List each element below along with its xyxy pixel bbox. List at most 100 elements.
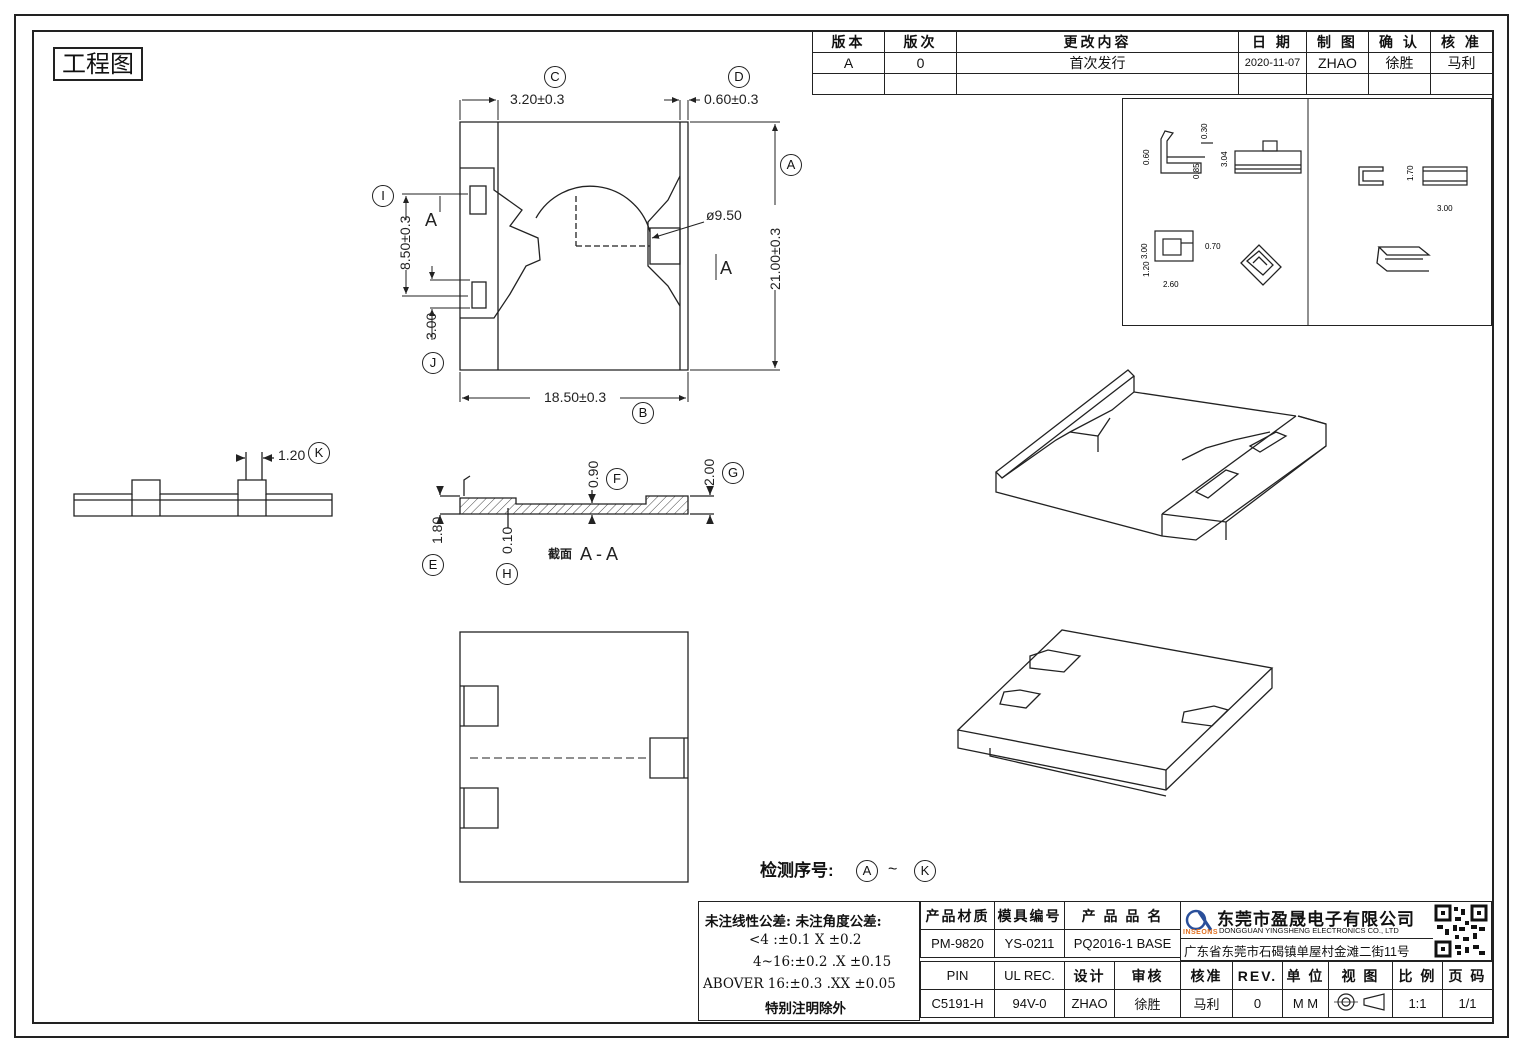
dim-e-text: 1.80 <box>429 517 445 544</box>
dim-h-text: 0.10 <box>499 527 515 554</box>
inspection-legend: 检测序号: <box>760 858 834 884</box>
tb-ul-label: UL REC. <box>994 961 1065 990</box>
section-marker-right: A <box>720 258 732 278</box>
section-view <box>436 475 714 528</box>
rev-cell: ZHAO <box>1306 52 1369 74</box>
dim-text: 0.30 <box>1200 123 1209 139</box>
dim-text: 3.04 <box>1220 151 1229 167</box>
balloon-g: G <box>722 462 744 484</box>
title-block-bottom: PIN UL REC. 设计 审核 核准 REV. 单 位 视 图 比 例 页 … <box>920 961 1493 1018</box>
dim-text: 1.70 <box>1406 165 1415 181</box>
rev-header-change: 更改内容 <box>956 31 1239 53</box>
tolerance-line-1: 未注线性公差: 未注角度公差: <box>705 914 882 930</box>
terminal-detail-svg: 0.60 0.30 3.04 0.85 3.00 0.70 1.20 2.60 <box>1140 99 1468 325</box>
tb-ul-value: 94V-0 <box>994 989 1065 1018</box>
revision-row-empty <box>812 73 1493 95</box>
drawing-title: 工程图 <box>53 47 143 81</box>
balloon-d: D <box>728 66 750 88</box>
tolerance-line-4: ABOVER 16:±0.3 .XX ±0.05 <box>703 976 896 992</box>
balloon-c: C <box>544 66 566 88</box>
projection-symbol-icon <box>1333 993 1385 1011</box>
tb-scale-label: 比 例 <box>1392 961 1443 990</box>
tb-view-label: 视 图 <box>1328 961 1393 990</box>
dim-i-text: 8.50±0.3 <box>397 215 413 270</box>
balloon-i: I <box>372 185 394 207</box>
dim-b-text: 18.50±0.3 <box>544 389 606 405</box>
tb-page-value: 1/1 <box>1442 989 1493 1018</box>
rev-header-version: 版本 <box>812 31 885 53</box>
balloon-j: J <box>422 352 444 374</box>
revision-table: 版本 版次 更改内容 日 期 制 图 确 认 核 准 A 0 首次发行 2020… <box>812 31 1493 95</box>
rev-header-approve: 核 准 <box>1430 31 1493 53</box>
inspection-tilde: ~ <box>888 861 898 878</box>
tb-pin-label: PIN <box>920 961 995 990</box>
balloon-e: E <box>422 554 444 576</box>
dim-diameter-text: ø9.50 <box>706 207 742 223</box>
company-name-en: DONGGUAN YINGSHENG ELECTRONICS CO., LTD <box>1219 926 1399 935</box>
balloon-b: B <box>632 402 654 424</box>
company-block: INSEONS 东莞市盈晟电子有限公司 DONGGUAN YINGSHENG E… <box>1180 901 1492 961</box>
inspection-balloon-to: K <box>914 860 936 882</box>
clip-iso-view <box>1376 246 1431 272</box>
dim-g-text: 2.00 <box>701 459 717 486</box>
terminal-top-view <box>1154 230 1194 262</box>
tb-product-value: PQ2016-1 BASE <box>1064 929 1181 958</box>
terminal-detail-panel: 0.60 0.30 3.04 0.85 3.00 0.70 1.20 2.60 <box>1122 98 1492 326</box>
drawing-inner-frame <box>32 30 1494 1024</box>
balloon-h: H <box>496 563 518 585</box>
top-view-dimensions <box>402 97 780 402</box>
dim-text: 0.85 <box>1192 163 1201 179</box>
company-name-cn: 东莞市盈晟电子有限公司 <box>1217 910 1415 930</box>
tb-rev-label: REV. <box>1232 961 1283 990</box>
tb-unit-value: M M <box>1282 989 1329 1018</box>
tb-product-label: 产 品 品 名 <box>1064 901 1181 930</box>
tb-review-label: 审核 <box>1114 961 1181 990</box>
dim-j-text: 3.00 <box>423 313 439 340</box>
dim-text: 0.60 <box>1142 149 1151 165</box>
dim-text: 2.60 <box>1163 280 1179 289</box>
rev-header-confirm: 确 认 <box>1368 31 1431 53</box>
section-label: A-A <box>580 544 622 564</box>
qr-code-icon <box>1434 904 1488 958</box>
tb-approve-label: 核准 <box>1180 961 1233 990</box>
tb-design-value: ZHAO <box>1064 989 1115 1018</box>
isometric-top-view <box>995 369 1327 541</box>
tb-scale-value: 1:1 <box>1392 989 1443 1018</box>
inspection-balloon-from: A <box>856 860 878 882</box>
revision-row: A 0 首次发行 2020-11-07 ZHAO 徐胜 马利 <box>812 52 1493 74</box>
inspection-label: 检测序号: <box>760 861 834 880</box>
rev-cell: 马利 <box>1430 52 1493 74</box>
tb-material-label: 产品材质 <box>920 901 995 930</box>
rev-cell <box>1430 73 1493 95</box>
dim-a-text: 21.00±0.3 <box>767 228 783 290</box>
company-logo-text: INSEONS <box>1183 929 1219 936</box>
bottom-view <box>459 631 689 883</box>
section-marker-left: A <box>425 210 437 230</box>
top-view <box>459 121 689 371</box>
rev-cell: 2020-11-07 <box>1238 52 1307 74</box>
title-block-top: 产品材质 模具编号 产 品 品 名 PM-9820 YS-0211 PQ2016… <box>920 901 1181 958</box>
tb-approve-value: 马利 <box>1180 989 1233 1018</box>
tb-review-value: 徐胜 <box>1114 989 1181 1018</box>
tb-mold-value: YS-0211 <box>994 929 1065 958</box>
tb-rev-value: 0 <box>1232 989 1283 1018</box>
tolerance-line-2: <4 :±0.1 X ±0.2 <box>749 932 862 948</box>
dim-f-text: 0.90 <box>585 461 601 488</box>
clip-side-view <box>1422 166 1468 186</box>
section-label-prefix: 截面 <box>548 546 572 561</box>
isometric-bottom-view <box>956 629 1274 797</box>
tb-pin-value: C5191-H <box>920 989 995 1018</box>
tb-page-label: 页 码 <box>1442 961 1493 990</box>
company-address: 广东省东莞市石碣镇单屋村金滩二街11号 <box>1184 945 1410 959</box>
balloon-a: A <box>780 154 802 176</box>
balloon-k: K <box>308 442 330 464</box>
tolerance-line-5: 特别注明除外 <box>765 1001 846 1017</box>
tb-unit-label: 单 位 <box>1282 961 1329 990</box>
side-view <box>73 452 333 517</box>
dim-text: 3.00 <box>1437 204 1453 213</box>
tolerance-line-3: 4~16:±0.2 .X ±0.15 <box>753 954 892 970</box>
terminal-side-view <box>1160 130 1213 174</box>
dim-d-text: 0.60±0.3 <box>704 91 759 107</box>
tb-view-value <box>1328 989 1393 1018</box>
